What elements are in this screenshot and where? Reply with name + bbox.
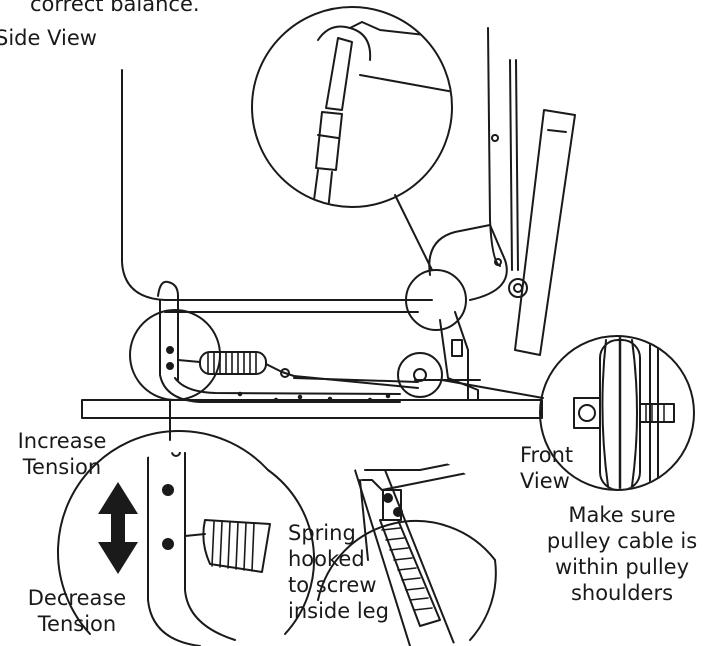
pulley-note-text: Make sure pulley cable is within pulley … bbox=[546, 503, 698, 605]
front-view-label: Front View bbox=[520, 443, 574, 493]
left-leg-assembly bbox=[157, 280, 419, 403]
tension-double-arrow bbox=[98, 482, 138, 574]
increase-tension-label: Increase Tension bbox=[17, 429, 107, 479]
spring-note-text: Spring hooked to screw inside leg bbox=[288, 521, 389, 623]
appliance-body bbox=[121, 27, 576, 403]
decrease-tension-label: Decrease Tension bbox=[27, 586, 127, 636]
top-note-text: correct balance. bbox=[30, 0, 200, 16]
hinge-detail-magnified bbox=[251, 6, 453, 208]
spring-callout-circle bbox=[129, 309, 221, 401]
hinge-callout-circle bbox=[405, 269, 467, 331]
pulley-leader-line bbox=[441, 379, 544, 399]
pulley-front-view-magnified bbox=[539, 335, 695, 491]
hinge-leader-line bbox=[394, 194, 433, 271]
floor-board bbox=[81, 399, 543, 419]
pulley-callout-circle bbox=[397, 352, 443, 398]
pulley-wheel bbox=[413, 368, 427, 382]
tension-detail-magnified bbox=[56, 429, 316, 646]
side-view-label: Side View bbox=[0, 26, 97, 50]
